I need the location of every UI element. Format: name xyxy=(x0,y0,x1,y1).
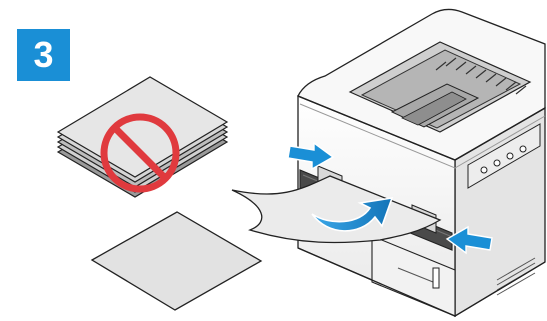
feed-arrow-icon xyxy=(311,197,394,232)
step-number: 3 xyxy=(33,34,54,75)
control-panel xyxy=(467,123,541,189)
printer-rear-ribs xyxy=(435,57,527,95)
step-number-badge: 3 xyxy=(17,29,70,81)
guide-arrow-icon xyxy=(287,141,335,171)
guide-arrow-icon xyxy=(445,225,493,255)
prohibited-icon xyxy=(100,113,180,193)
feeding-sheet xyxy=(231,175,442,244)
printer xyxy=(297,8,546,318)
single-sheet xyxy=(90,211,263,311)
paper-stack xyxy=(56,76,229,198)
